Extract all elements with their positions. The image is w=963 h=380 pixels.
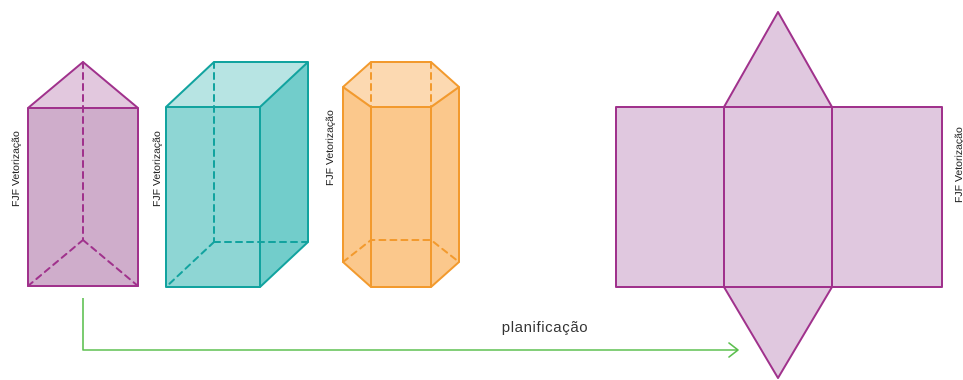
credit-label-net: FJF Vetorização: [953, 127, 963, 203]
cuboid-side-face: [260, 62, 308, 287]
cuboid-hidden-edges: [165, 61, 309, 288]
hexagonal-prism-body: [343, 87, 459, 287]
net-center-face: [723, 106, 833, 288]
net-right-face: [831, 106, 943, 288]
planification-arrow: [82, 298, 739, 358]
hexagonal-prism-hidden-edges: [342, 61, 460, 263]
credit-label-cuboid: FJF Vetorização: [151, 131, 163, 207]
cuboid-visible-edges: [165, 61, 309, 288]
triangular-prism: [27, 61, 139, 287]
net-left-face: [615, 106, 725, 288]
triangular-prism-hidden-edges: [27, 61, 139, 287]
hexagonal-prism: [342, 61, 460, 288]
credit-label-triangular-prism: FJF Vetorização: [10, 131, 22, 207]
net-top-triangle: [723, 11, 833, 108]
hexagonal-prism-bottom-edges: [342, 261, 460, 288]
prism-net: [615, 11, 943, 379]
cuboid-top-face: [166, 62, 308, 107]
arrow-label: planificação: [502, 319, 588, 336]
net-bottom-triangle: [723, 286, 833, 379]
cuboid: [165, 61, 309, 288]
credit-label-hexagonal-prism: FJF Vetorização: [324, 110, 336, 186]
arrow-head: [728, 342, 739, 358]
